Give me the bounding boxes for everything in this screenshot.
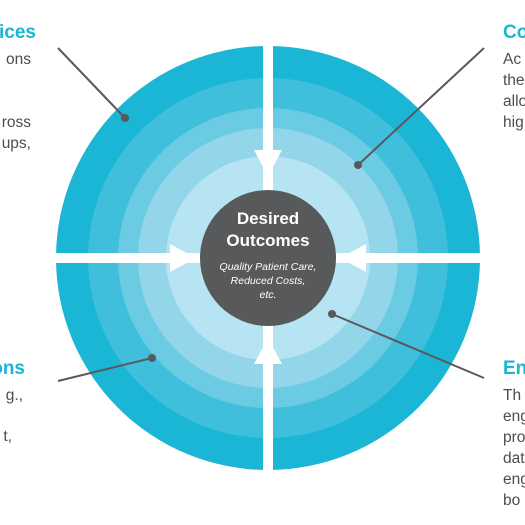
center-subtitle-line1: Quality Patient Care,	[220, 261, 317, 273]
bottom-left-line-3: t,	[3, 428, 12, 445]
top-left-line-4: ups,	[1, 135, 31, 152]
arrow-right	[340, 244, 366, 272]
bottom-right-line-3: pro	[503, 429, 525, 446]
center-title-line1: Desired	[237, 209, 299, 228]
arrow-bottom	[254, 338, 282, 364]
core-circle	[200, 190, 336, 326]
connector-bottom-right	[331, 313, 485, 379]
top-right-heading: Co	[503, 22, 525, 43]
arrow-top	[254, 150, 282, 176]
arrow-left	[170, 244, 196, 272]
top-right-line-2: the	[503, 72, 525, 89]
bottom-left-heading: ons	[0, 358, 25, 379]
top-left-line-1: ons	[6, 51, 31, 68]
arrow-left-shaft	[50, 253, 172, 263]
bottom-right-heading: En	[503, 358, 525, 379]
bottom-right-line-6: bo	[503, 492, 521, 509]
bottom-right-line-1: Th	[503, 387, 522, 404]
connector-bottom-left	[57, 357, 153, 382]
top-right-line-1: Ac	[503, 51, 522, 68]
top-right-line-4: hig	[503, 114, 524, 131]
connector-top-right	[357, 47, 485, 166]
center-subtitle-line3: etc.	[260, 289, 277, 301]
center-title-line2: Outcomes	[226, 231, 309, 250]
top-right-line-3: allo	[503, 93, 525, 110]
center-subtitle-line2: Reduced Costs,	[231, 275, 306, 287]
connector-dot-top-right	[354, 161, 362, 169]
connector-dot-top-left	[121, 114, 129, 122]
bottom-right-line-4: dat	[503, 450, 525, 467]
connector-dot-bottom-right	[328, 310, 336, 318]
connector-dot-bottom-left	[148, 354, 156, 362]
connector-top-left	[57, 47, 126, 119]
top-left-heading: ices	[0, 22, 36, 43]
top-left-line-3: ross	[1, 114, 31, 131]
arrow-right-shaft	[364, 253, 486, 263]
bottom-left-line-1: g.,	[5, 387, 23, 404]
bottom-right-line-5: eng	[503, 471, 525, 488]
bottom-right-line-2: eng	[503, 408, 525, 425]
